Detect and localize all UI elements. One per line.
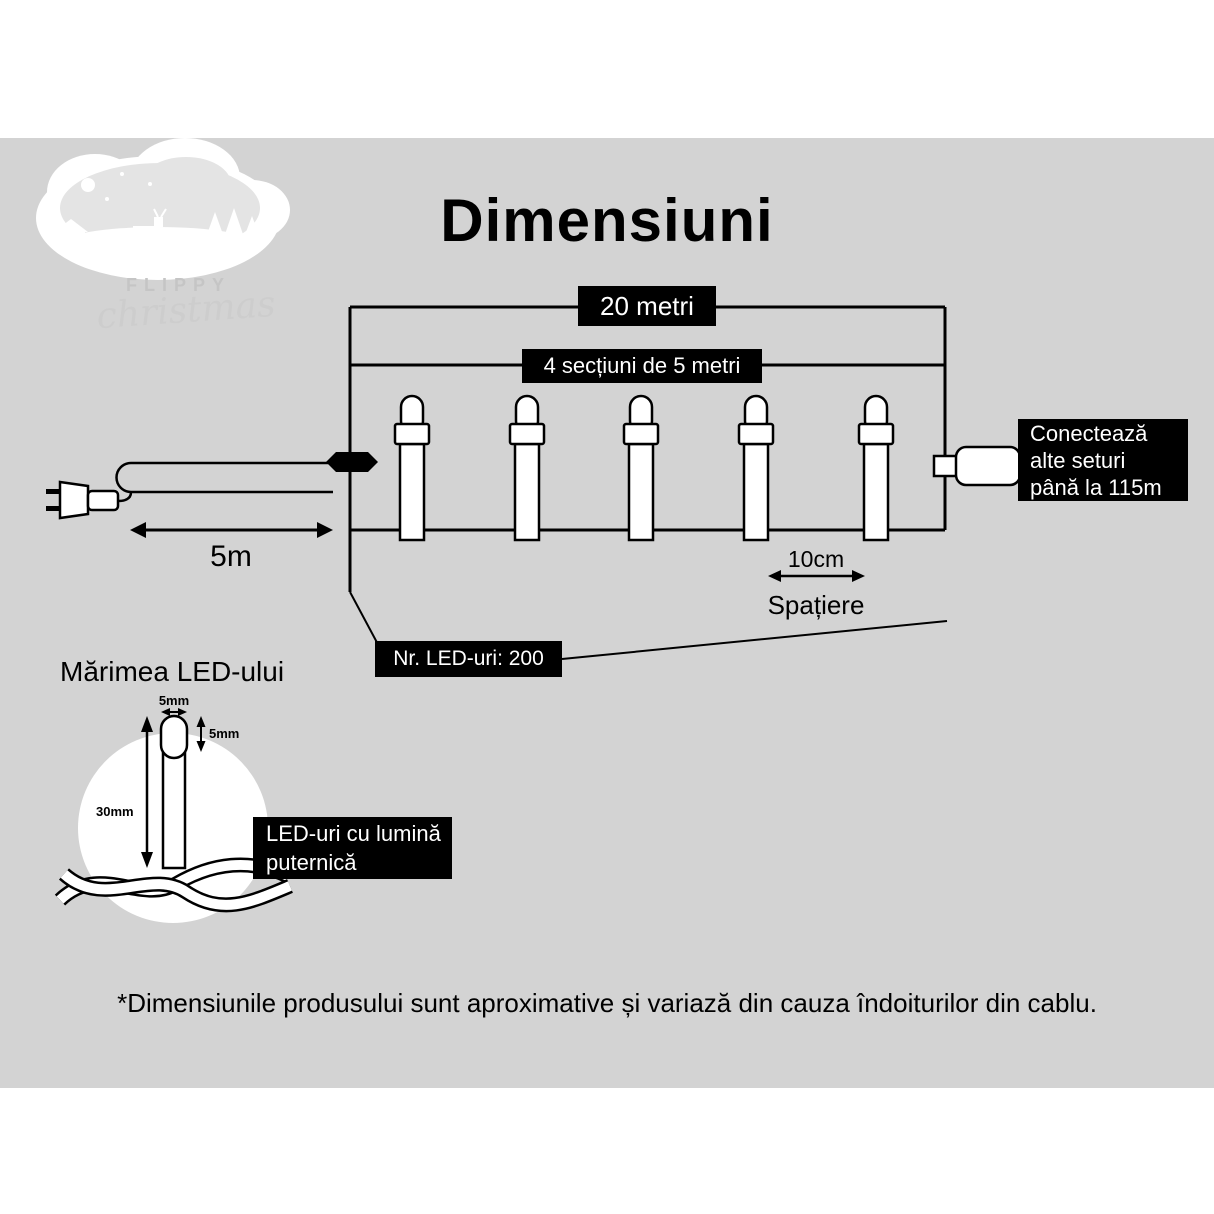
led-note-label: LED-uri cu lumină puternică: [253, 817, 452, 879]
page-title: Dimensiuni: [440, 187, 774, 254]
logo-brand-text: FLIPPY: [126, 275, 232, 295]
led-count-label: Nr. LED-uri: 200: [375, 641, 562, 677]
arrow-10cm: [768, 570, 865, 582]
logo-cloud-icon: [36, 138, 290, 280]
led-detail-bulb: [159, 714, 189, 870]
led-bulb: [393, 394, 431, 542]
led-bulb: [508, 394, 546, 542]
led-size-heading: Mărimea LED-ului: [60, 656, 285, 687]
led-bulb: [622, 394, 660, 542]
spacing-value-label: 10cm: [787, 546, 845, 572]
pointer-lines: [349, 591, 948, 660]
led-tip-height-label: 5mm: [209, 726, 240, 741]
led-total-height-label: 30mm: [96, 804, 134, 819]
inline-connector-icon: [326, 452, 378, 472]
spacing-label: Spațiere: [767, 590, 865, 620]
led-bulb: [857, 394, 895, 542]
twisted-wire-icon: [54, 857, 293, 913]
end-connector-icon: [932, 445, 1022, 487]
footnote: *Dimensiunile produsului sunt aproximati…: [117, 988, 1097, 1018]
lead-wire-coil: [115, 461, 336, 503]
lead-length-label: 5m: [210, 540, 252, 573]
connect-note-label: Conectează alte seturi până la 115m: [1018, 419, 1188, 501]
arrow-5m: [130, 522, 333, 538]
total-length-label: 20 metri: [578, 286, 716, 326]
led-tip-width-label: 5mm: [158, 693, 190, 708]
power-plug-icon: [46, 480, 120, 520]
arrow-30mm: [141, 716, 153, 868]
sections-label: 4 secțiuni de 5 metri: [522, 349, 762, 383]
arrow-5mm-tip: [196, 716, 206, 752]
led-bulb: [737, 394, 775, 542]
arrow-5mm-width: [161, 708, 187, 716]
